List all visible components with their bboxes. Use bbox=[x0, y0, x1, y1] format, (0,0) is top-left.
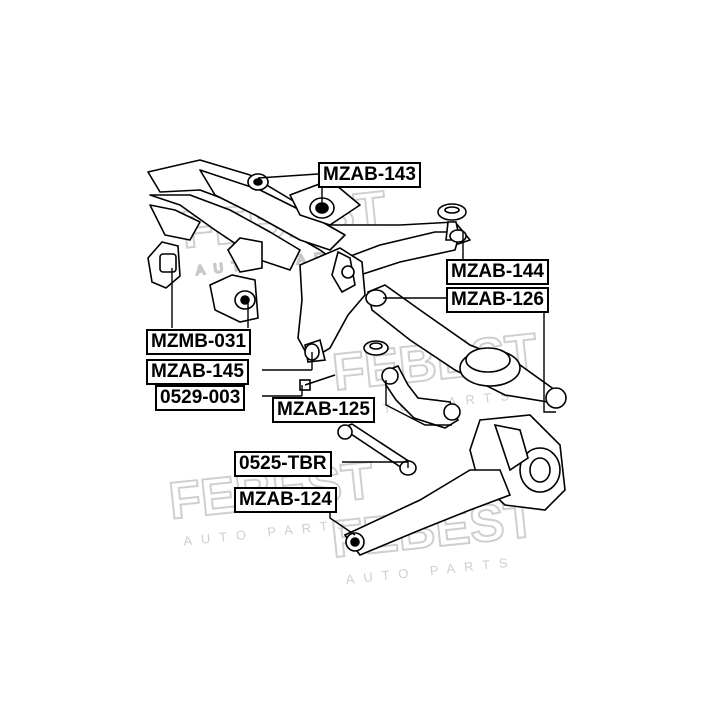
trailing-arm bbox=[343, 469, 512, 556]
label-mzab-145[interactable]: MZAB-145 bbox=[146, 359, 249, 385]
lower-spring-arm bbox=[365, 284, 567, 409]
label-mzab-125[interactable]: MZAB-125 bbox=[272, 397, 375, 423]
shock-bracket bbox=[297, 247, 366, 363]
subframe-bushings bbox=[247, 173, 467, 243]
label-mzab-143[interactable]: MZAB-143 bbox=[318, 162, 421, 188]
label-mzab-124[interactable]: MZAB-124 bbox=[234, 487, 337, 513]
label-0525-tbr[interactable]: 0525-TBR bbox=[234, 451, 332, 477]
label-0529-003[interactable]: 0529-003 bbox=[155, 385, 246, 411]
spring-seat bbox=[363, 340, 389, 356]
label-mzmb-031[interactable]: MZMB-031 bbox=[146, 329, 252, 355]
bolt-0529-003 bbox=[299, 374, 336, 391]
bracket-left bbox=[147, 237, 263, 323]
label-mzab-126[interactable]: MZAB-126 bbox=[446, 287, 549, 313]
label-mzab-144[interactable]: MZAB-144 bbox=[446, 259, 549, 285]
leader-lines bbox=[171, 173, 556, 536]
